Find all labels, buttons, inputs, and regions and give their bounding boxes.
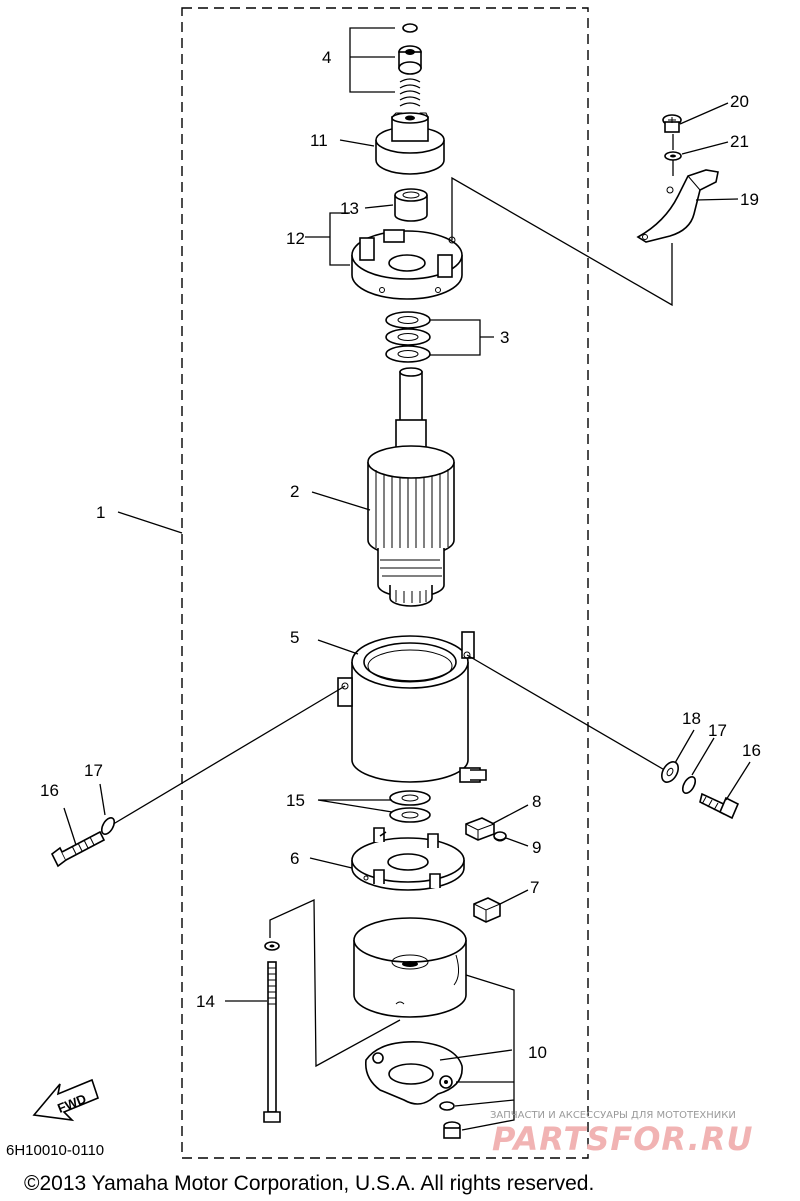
part-14-through-bolt[interactable] xyxy=(263,941,281,1123)
fwd-arrow-icon: FWD xyxy=(32,1078,99,1122)
callout-19: 19 xyxy=(740,190,759,209)
part-20-screw[interactable] xyxy=(662,114,682,133)
part-7-brush[interactable] xyxy=(473,897,501,923)
part-11-pinion[interactable] xyxy=(375,112,445,175)
watermark-tagline: ЗАПЧАСТИ И АКСЕССУАРЫ ДЛЯ МОТОТЕХНИКИ xyxy=(490,1110,736,1121)
part-2-armature[interactable] xyxy=(367,367,455,607)
part-10-screw[interactable] xyxy=(443,1121,461,1139)
part-12-front-bracket[interactable] xyxy=(351,229,463,300)
callout-14: 14 xyxy=(196,992,215,1011)
callout-17-right: 17 xyxy=(708,721,727,740)
part-18-washer[interactable] xyxy=(658,759,681,785)
callout-18: 18 xyxy=(682,709,701,728)
part-10-rear-cover[interactable] xyxy=(353,917,467,1018)
part-21-washer[interactable] xyxy=(664,151,682,161)
callout-17-left: 17 xyxy=(84,761,103,780)
callout-6: 6 xyxy=(290,849,299,868)
callout-20: 20 xyxy=(730,92,749,111)
callout-3: 3 xyxy=(500,328,509,347)
callout-16-left: 16 xyxy=(40,781,59,800)
callout-4: 4 xyxy=(322,48,331,67)
callout-12: 12 xyxy=(286,229,305,248)
callout-2: 2 xyxy=(290,482,299,501)
part-5-yoke[interactable] xyxy=(337,631,487,783)
callout-15: 15 xyxy=(286,791,305,810)
part-8-brush[interactable] xyxy=(465,817,495,841)
callout-8: 8 xyxy=(532,792,541,811)
callout-11: 11 xyxy=(310,131,328,150)
part-16-bolt-right[interactable] xyxy=(699,792,740,820)
callout-9: 9 xyxy=(532,838,541,857)
callout-16-right: 16 xyxy=(742,741,761,760)
part-17-washer-left[interactable] xyxy=(99,816,117,837)
part-6-brush-holder[interactable] xyxy=(351,827,465,891)
callout-1: 1 xyxy=(96,503,105,522)
watermark-brand: PARTSFOR.RU xyxy=(492,1120,753,1158)
part-15-washers[interactable] xyxy=(389,790,431,823)
part-10-end-plate[interactable] xyxy=(364,1041,463,1105)
part-4-pinion-stop-set[interactable] xyxy=(398,23,422,107)
diagram-code: 6H10010-0110 xyxy=(6,1142,104,1159)
assembly-boundary xyxy=(181,7,589,1159)
part-3-thrust-washers[interactable] xyxy=(385,311,431,363)
callout-5: 5 xyxy=(290,628,299,647)
part-13-bushing[interactable] xyxy=(394,188,428,222)
callout-21: 21 xyxy=(730,132,749,151)
callout-7: 7 xyxy=(530,878,539,897)
copyright-notice: ©2013 Yamaha Motor Corporation, U.S.A. A… xyxy=(24,1172,594,1195)
part-19-clamp[interactable] xyxy=(636,169,719,243)
part-16-bolt-left[interactable] xyxy=(50,830,106,868)
callout-13: 13 xyxy=(340,199,359,218)
callout-10: 10 xyxy=(528,1043,547,1062)
part-10-washer[interactable] xyxy=(439,1101,455,1111)
part-17-washer-right[interactable] xyxy=(680,775,698,796)
part-9-brush-spring[interactable] xyxy=(493,831,507,842)
